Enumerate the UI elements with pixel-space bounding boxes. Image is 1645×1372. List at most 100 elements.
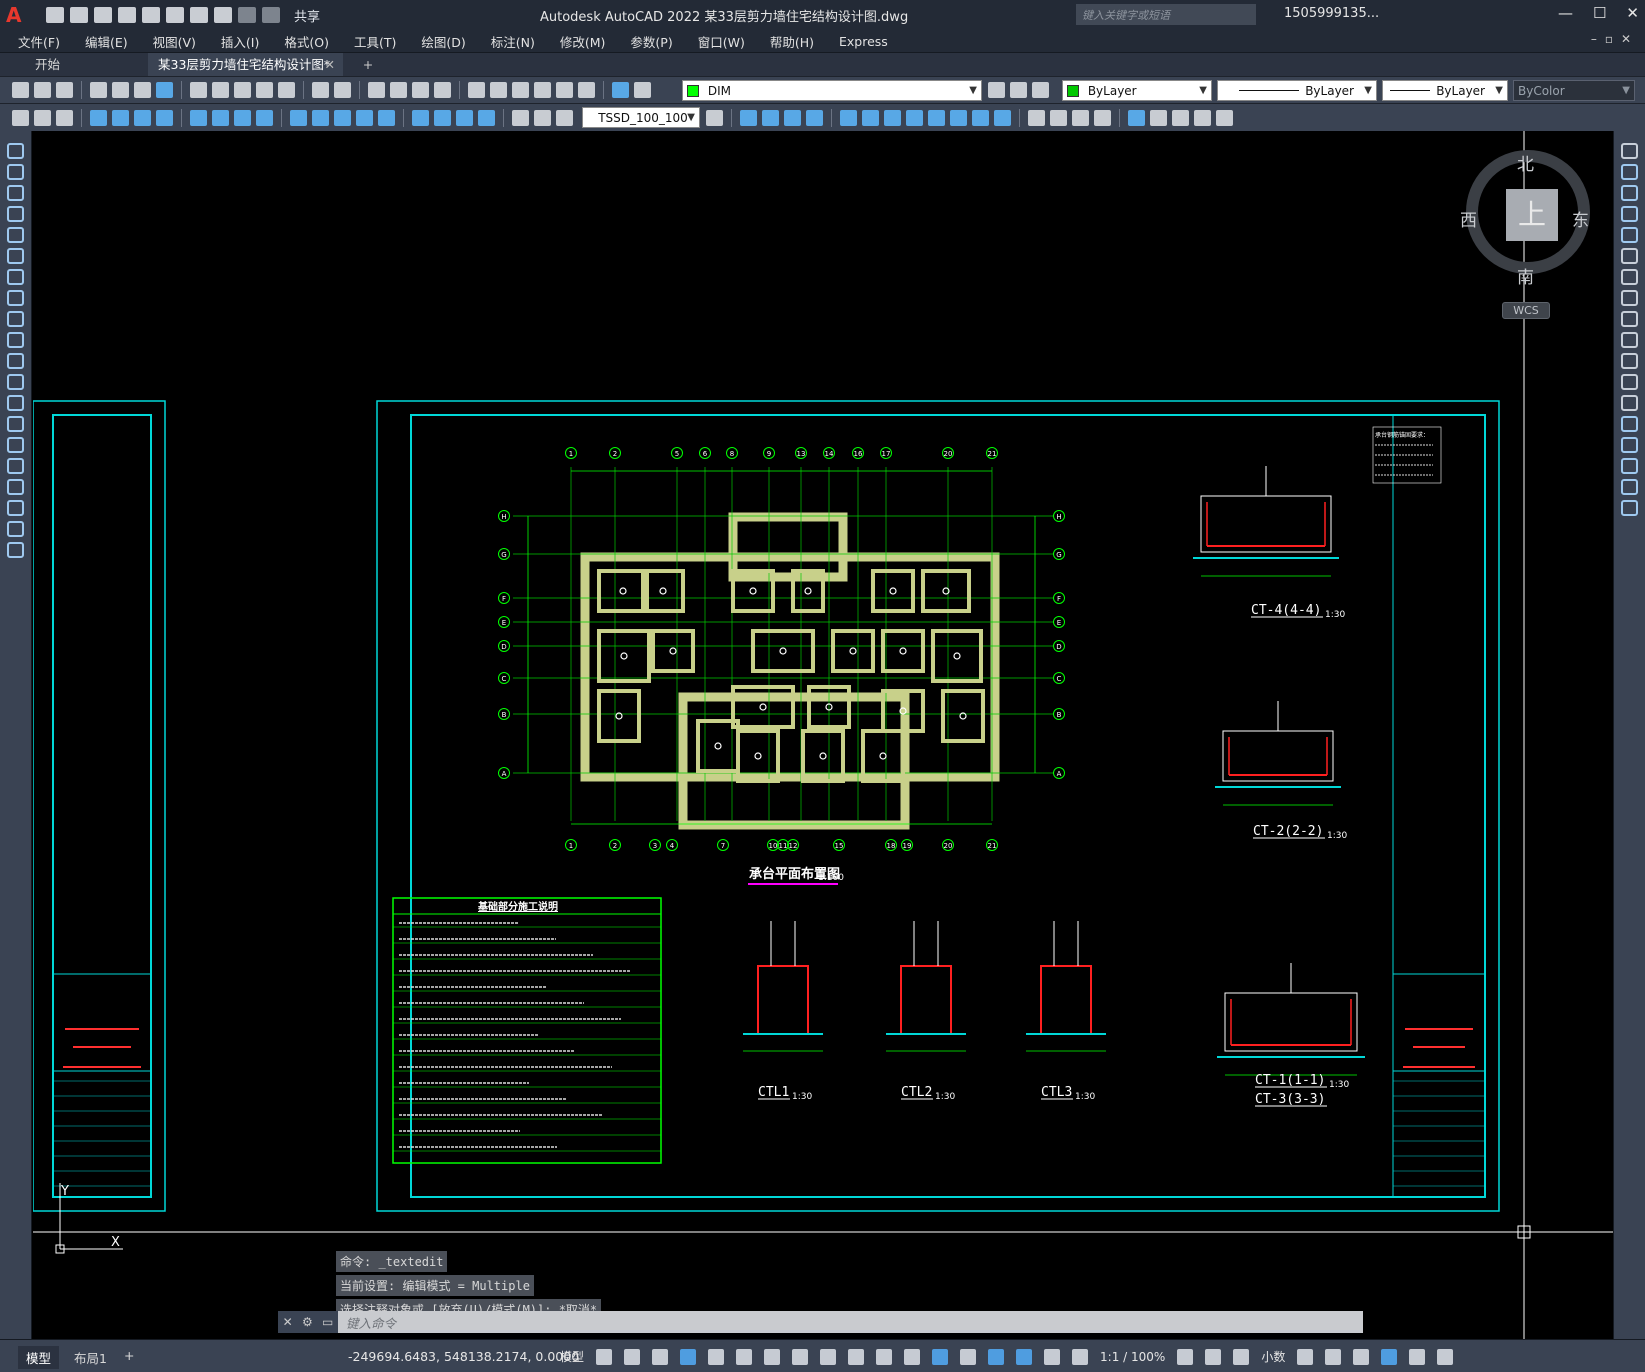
zoom-realtime-icon[interactable] [390, 82, 407, 98]
dim-radius-icon[interactable] [190, 109, 207, 126]
dim-style-icon[interactable] [706, 110, 723, 126]
circle-icon[interactable] [7, 269, 24, 285]
web-icon[interactable] [156, 82, 173, 98]
tab-model[interactable]: 模型 [18, 1346, 60, 1369]
erase-icon[interactable] [1621, 143, 1638, 159]
wcs-menu[interactable]: WCS [1502, 302, 1550, 319]
menu-draw[interactable]: 绘图(D) [421, 34, 466, 50]
open-web-icon[interactable] [142, 7, 160, 23]
properties-icon[interactable] [468, 82, 485, 98]
rotate-icon[interactable] [1621, 269, 1638, 285]
tab-close-icon[interactable]: ✕ [324, 57, 335, 72]
redo-icon[interactable] [238, 7, 256, 23]
annotation-monitor-icon[interactable] [1205, 1348, 1222, 1365]
dim-linear-icon[interactable] [90, 109, 107, 126]
tssd-icon-3[interactable] [56, 109, 73, 126]
array-icon[interactable] [1621, 227, 1638, 243]
layer-current-icon[interactable] [988, 82, 1005, 98]
command-line[interactable]: ✕ ⚙ ▭ 键入命令 [278, 1311, 1363, 1333]
menu-edit[interactable]: 编辑(E) [84, 34, 128, 50]
compass-west[interactable]: 西 [1460, 211, 1477, 231]
spline-icon[interactable] [7, 311, 24, 327]
menu-file[interactable]: 文件(F) [18, 34, 60, 50]
zoom-window-icon[interactable] [412, 82, 429, 98]
hatch-icon[interactable] [7, 437, 24, 453]
undo-icon[interactable] [214, 7, 232, 23]
close-icon[interactable]: ✕ [282, 1315, 293, 1329]
coordinate-readout[interactable]: -249694.6483, 548138.2174, 0.0000 [348, 1349, 580, 1364]
join-icon[interactable] [1621, 416, 1638, 432]
rectangle-icon[interactable] [7, 227, 24, 243]
lineweight-dropdown[interactable]: ByLayer ▼ [1382, 80, 1508, 101]
dim-continue-icon[interactable] [334, 109, 351, 126]
tab-start[interactable]: 开始 [0, 53, 148, 77]
preview-icon[interactable] [112, 82, 129, 98]
tab-layout1[interactable]: 布局1 [74, 1351, 107, 1366]
dim-text-edit-icon[interactable] [534, 109, 551, 126]
view-icon-7[interactable] [1172, 110, 1189, 126]
command-prompt-icon[interactable]: ▭ [321, 1315, 334, 1329]
3d-osnap-icon[interactable] [904, 1348, 921, 1365]
annotation-scale-icon[interactable] [1072, 1348, 1089, 1365]
save-web-icon[interactable] [166, 7, 184, 23]
fillet-icon[interactable] [1621, 458, 1638, 474]
new-icon[interactable] [46, 7, 64, 23]
add-layout-button[interactable]: + [124, 1348, 135, 1363]
dim-space-icon[interactable] [356, 109, 373, 126]
menu-view[interactable]: 视图(V) [152, 34, 196, 50]
extend-icon[interactable] [1621, 353, 1638, 369]
compass-south[interactable]: 南 [1517, 268, 1534, 288]
clean-screen-icon[interactable] [1409, 1348, 1426, 1365]
dim-arc-icon[interactable] [134, 109, 151, 126]
workspace-gear-icon[interactable] [1177, 1348, 1194, 1365]
region-icon[interactable] [7, 479, 24, 495]
trim-icon[interactable] [1621, 332, 1638, 348]
document-window-controls[interactable]: –▫✕ [1590, 32, 1639, 46]
new-tab-button[interactable]: + [362, 57, 374, 72]
scale-icon[interactable] [1621, 290, 1638, 306]
ucs-z-icon[interactable] [994, 110, 1011, 126]
menu-dimension[interactable]: 标注(N) [490, 34, 535, 50]
design-center-icon[interactable] [490, 82, 507, 98]
markup-icon[interactable] [556, 82, 573, 98]
layer-manager-icon[interactable] [634, 82, 651, 98]
snap-icon[interactable] [624, 1348, 641, 1365]
ucs-3point-icon[interactable] [928, 110, 945, 126]
center-mark-icon[interactable] [434, 109, 451, 126]
dimstyle-dropdown[interactable]: TSSD_100_100 ▼ [582, 107, 700, 128]
mirror-icon[interactable] [1621, 185, 1638, 201]
user-account[interactable]: 1505999135... [1284, 6, 1380, 21]
stretch-icon[interactable] [1621, 311, 1638, 327]
ucs-icon[interactable] [740, 110, 757, 126]
search-input[interactable]: 键入关键字或短语 [1076, 4, 1256, 25]
color-dropdown[interactable]: ByLayer ▼ [1062, 80, 1212, 101]
infer-constraints-icon[interactable] [652, 1348, 669, 1365]
make-block-icon[interactable] [7, 395, 24, 411]
table-icon[interactable] [7, 500, 24, 516]
polar-icon[interactable] [708, 1348, 725, 1365]
ucs-y-icon[interactable] [972, 110, 989, 126]
close-button[interactable]: ✕ [1626, 4, 1639, 22]
undo-tb-icon[interactable] [312, 82, 329, 98]
layer-previous-icon[interactable] [1010, 82, 1027, 98]
open-file-icon[interactable] [34, 82, 51, 98]
jogged-linear-icon[interactable] [478, 109, 495, 126]
revcloud-icon[interactable] [7, 290, 24, 306]
quick-dim-icon[interactable] [290, 109, 307, 126]
gizmo-icon[interactable] [988, 1348, 1005, 1365]
paste-icon[interactable] [234, 82, 251, 98]
customize-icon[interactable] [262, 7, 280, 23]
space-toggle[interactable]: 模型 [560, 1350, 585, 1364]
restore-button[interactable]: ☐ [1592, 4, 1607, 22]
break-icon[interactable] [1621, 395, 1638, 411]
plotstyle-dropdown[interactable]: ByColor ▼ [1513, 80, 1635, 101]
zoom-previous-icon[interactable] [434, 82, 451, 98]
line-icon[interactable] [7, 143, 24, 159]
ortho-icon[interactable] [680, 1348, 697, 1365]
object-snap-icon[interactable] [792, 1348, 809, 1365]
tool-palettes-icon[interactable] [512, 82, 529, 98]
calculator-icon[interactable] [578, 82, 595, 98]
layer-dropdown[interactable]: DIM ▼ [682, 80, 982, 101]
menu-window[interactable]: 窗口(W) [697, 34, 745, 50]
